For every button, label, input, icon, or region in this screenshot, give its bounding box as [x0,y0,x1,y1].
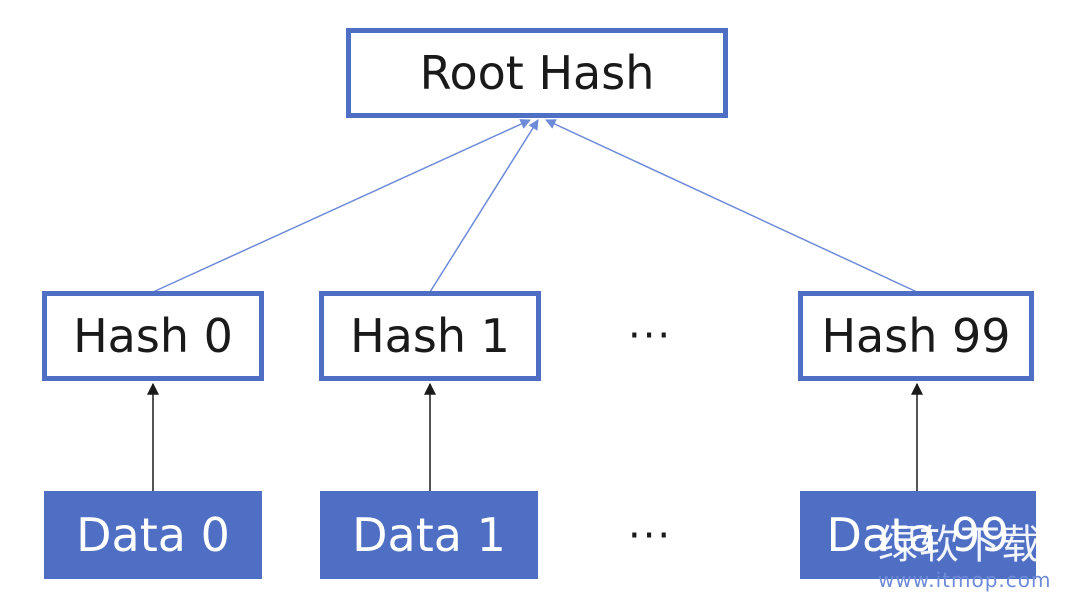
hash-node-99: Hash 99 [798,291,1034,381]
edge-hash0-to-root [152,119,531,293]
data-node-1: Data 1 [320,491,538,579]
hash-node-1-label: Hash 1 [350,309,510,363]
hash-node-99-label: Hash 99 [821,309,1011,363]
data-node-0: Data 0 [44,491,262,579]
edge-hash1-to-root [429,119,539,293]
root-hash-label: Root Hash [419,46,655,100]
data-node-99-label: Data 99 [826,508,1010,562]
hash-row-ellipsis: ··· [628,313,673,359]
data-node-1-label: Data 1 [352,508,506,562]
data-node-0-label: Data 0 [76,508,230,562]
hash-node-0: Hash 0 [42,291,264,381]
hash-node-0-label: Hash 0 [73,309,233,363]
data-row-ellipsis: ··· [628,513,673,559]
hash-node-1: Hash 1 [319,291,541,381]
root-hash-node: Root Hash [346,28,728,118]
edge-hash99-to-root [545,119,918,293]
data-node-99: Data 99 [800,491,1036,579]
